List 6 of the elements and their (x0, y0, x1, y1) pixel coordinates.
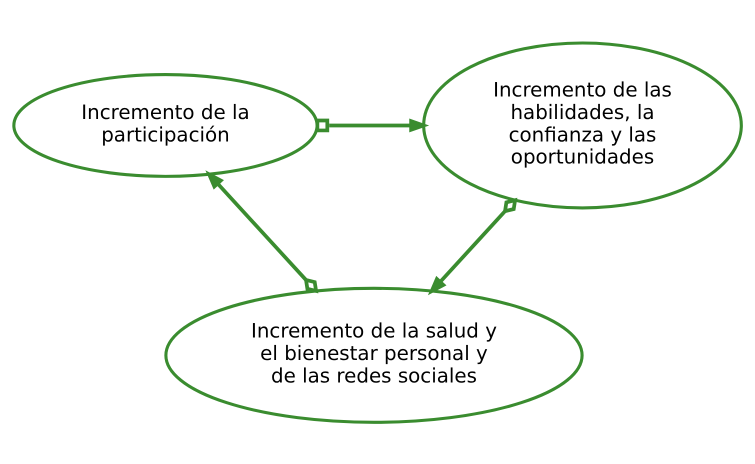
node-ellipse: Incremento de la salud y el bienestar personal y de las redes sociales (164, 286, 584, 424)
arrow (428, 197, 518, 295)
node-ellipse: Incremento de las habilidades, la confianza y las oportunidades (422, 40, 743, 209)
node-ellipse: Incremento de la participación (12, 72, 319, 178)
arrow (205, 170, 318, 293)
arrow (316, 118, 430, 132)
